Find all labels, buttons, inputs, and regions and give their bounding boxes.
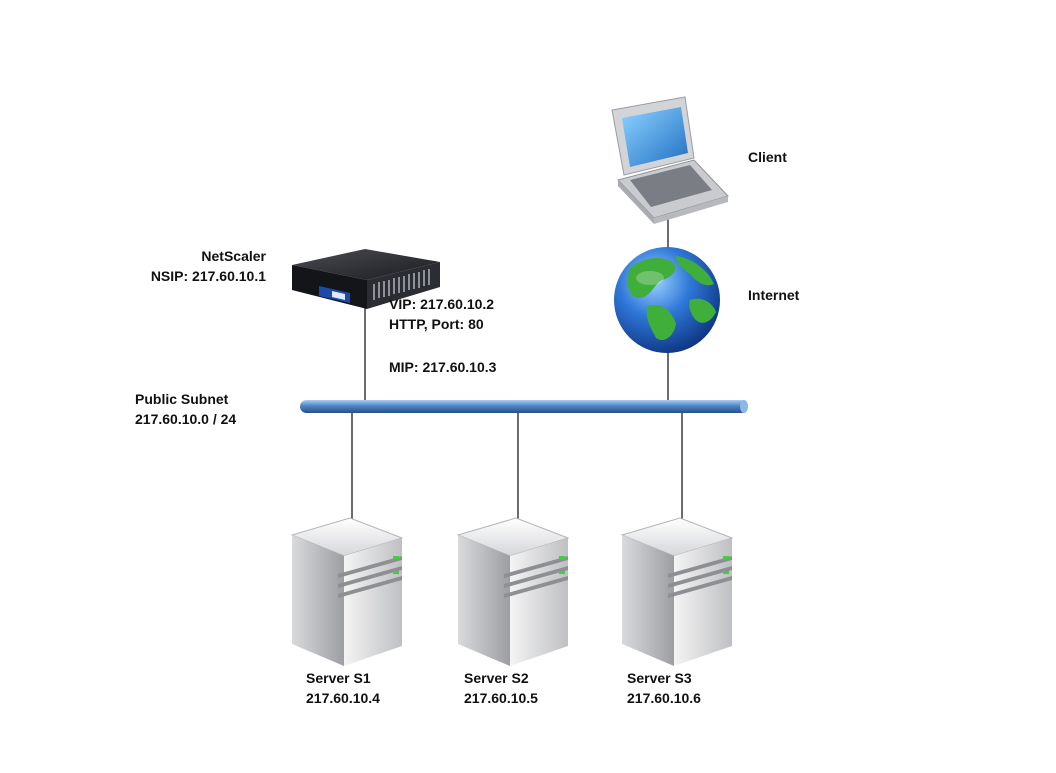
netscaler-appliance-icon (292, 249, 440, 309)
netscaler-mip: MIP: 217.60.10.3 (389, 359, 497, 375)
globe-icon (614, 247, 720, 353)
client-label: Client (748, 149, 787, 165)
client-laptop-icon (611, 96, 729, 224)
server-s3-icon (620, 517, 734, 666)
netscaler-name: NetScaler (201, 248, 266, 264)
server-s1-ip: 217.60.10.4 (306, 690, 380, 706)
netscaler-label: NetScaler NSIP: 217.60.10.1 (130, 246, 266, 286)
server-s1-name: Server S1 (306, 670, 371, 686)
server-s1-icon (290, 517, 404, 666)
subnet-label: Public Subnet 217.60.10.0 / 24 (135, 389, 236, 429)
server-s3-ip: 217.60.10.6 (627, 690, 701, 706)
netscaler-vip: VIP: 217.60.10.2 (389, 296, 495, 312)
netscaler-nsip: NSIP: 217.60.10.1 (150, 268, 266, 284)
server-s3-name: Server S3 (627, 670, 692, 686)
internet-label: Internet (748, 287, 800, 303)
netscaler-vip-label: VIP: 217.60.10.2 HTTP, Port: 80 (389, 294, 494, 334)
subnet-bar (300, 400, 748, 413)
server-s2-label: Server S2 217.60.10.5 (464, 668, 538, 708)
server-s3-label: Server S3 217.60.10.6 (627, 668, 701, 708)
server-s2-icon (456, 517, 570, 666)
link-lines (351, 192, 683, 520)
subnet-name: Public Subnet (135, 391, 229, 407)
server-s2-name: Server S2 (464, 670, 529, 686)
server-s1-label: Server S1 217.60.10.4 (306, 668, 380, 708)
server-s2-ip: 217.60.10.5 (464, 690, 538, 706)
subnet-range: 217.60.10.0 / 24 (135, 411, 237, 427)
netscaler-service: HTTP, Port: 80 (389, 316, 484, 332)
